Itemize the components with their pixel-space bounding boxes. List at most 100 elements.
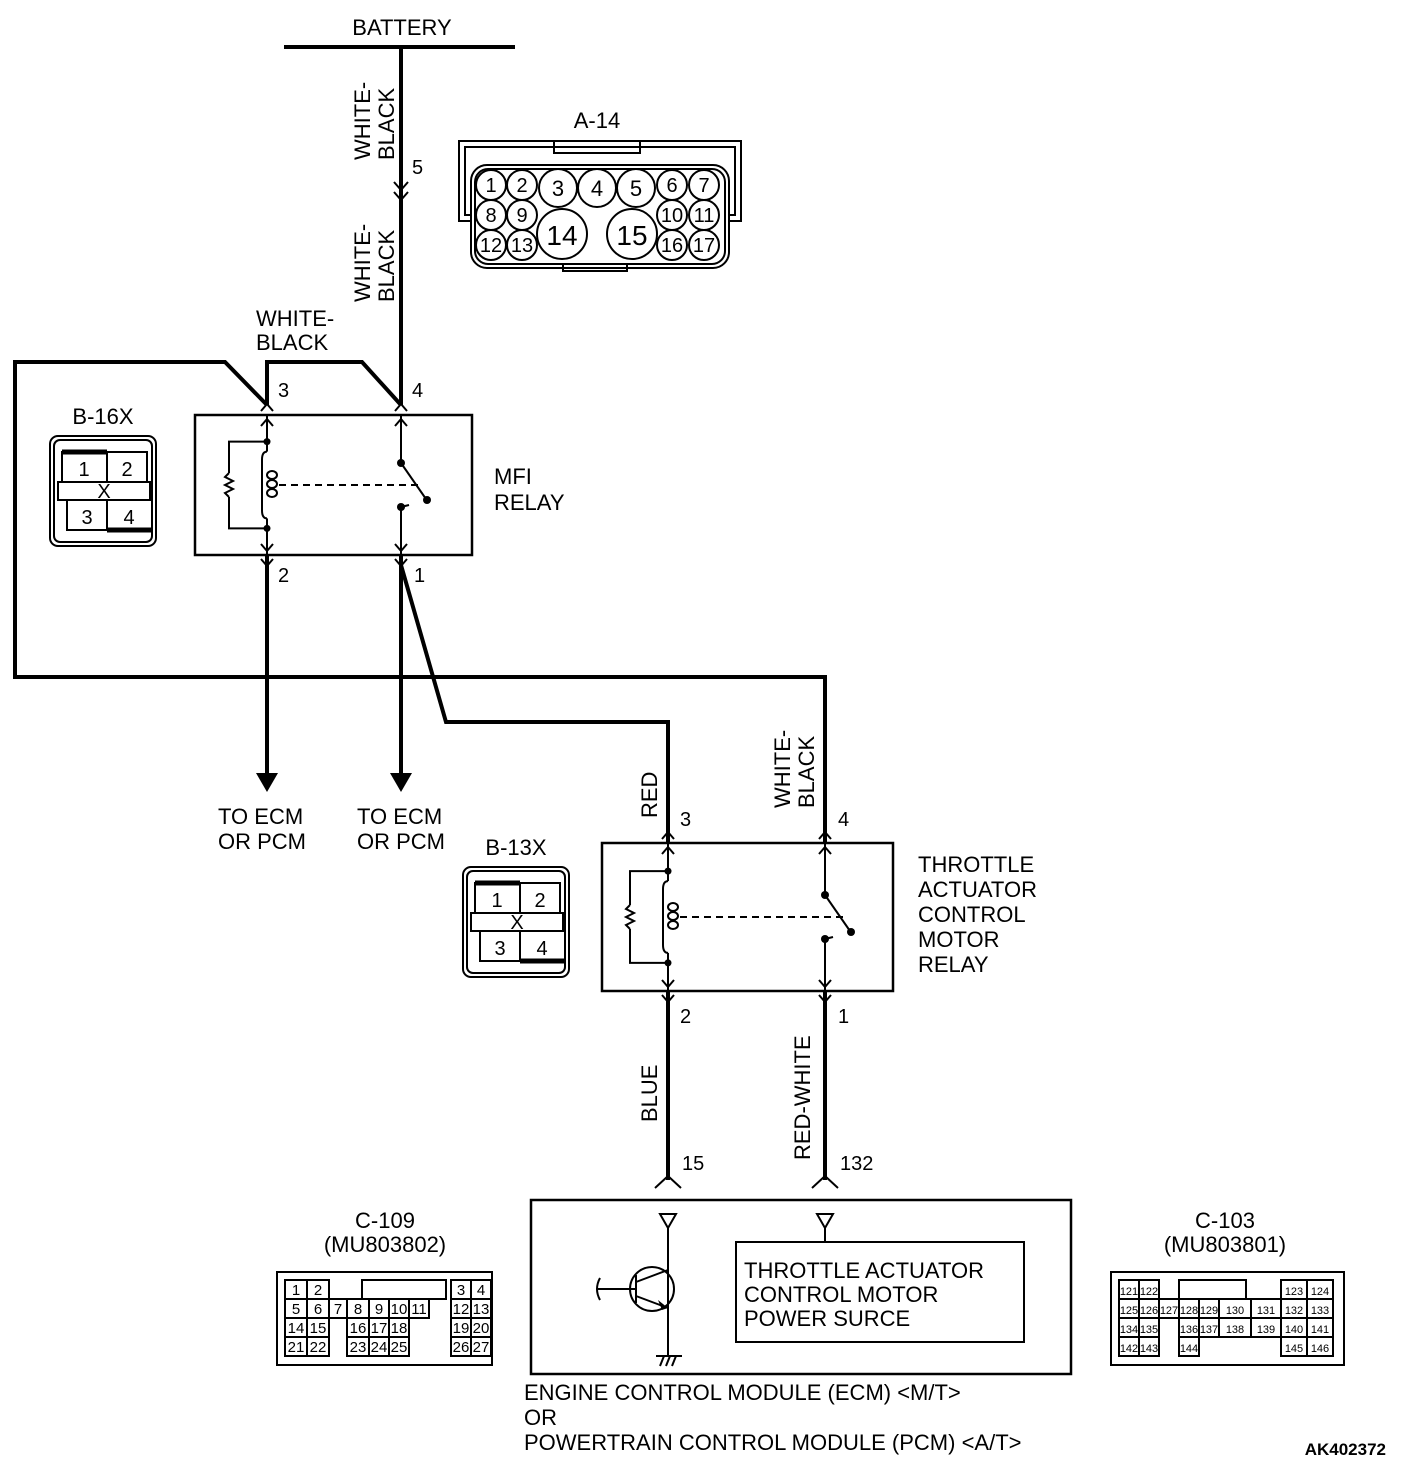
ecm-pin15-connector <box>654 1174 682 1189</box>
connector-pin: 126 <box>1140 1305 1158 1317</box>
tacm-pin2: 2 <box>680 1006 691 1028</box>
connector-pin: 1 <box>78 459 89 481</box>
svg-text:8: 8 <box>485 205 496 227</box>
connector-pin: 7 <box>334 1301 342 1318</box>
connector-pin: 3 <box>494 938 505 960</box>
connector-pin: 2 <box>314 1282 322 1299</box>
a14-pin: 16 <box>656 229 688 261</box>
wire-color-tacm-pin4: WHITE- BLACK <box>770 730 819 808</box>
a14-pin: 17 <box>688 229 720 261</box>
connector-pin: 3 <box>81 507 92 529</box>
connector-pin: 6 <box>314 1301 322 1318</box>
svg-text:17: 17 <box>693 235 715 257</box>
wire-color-red: RED <box>637 772 662 818</box>
connector-pin: 27 <box>473 1339 490 1356</box>
svg-text:15: 15 <box>616 220 647 251</box>
wire-color-relay-pin3-a: WHITE- <box>256 306 334 331</box>
wire-pin3-jumper <box>265 360 403 407</box>
svg-text:POWERTRAIN CONTROL MODULE (PCM: POWERTRAIN CONTROL MODULE (PCM) <A/T> <box>524 1430 1022 1455</box>
a14-pin: 14 <box>536 208 588 260</box>
to-ecm-1-line1: TO ECM <box>218 804 303 829</box>
tacm-pin1: 1 <box>838 1006 849 1028</box>
connector-pin: 127 <box>1160 1305 1178 1317</box>
svg-text:ENGINE CONTROL MODULE (ECM) <M: ENGINE CONTROL MODULE (ECM) <M/T> <box>524 1380 961 1405</box>
svg-text:THROTTLE: THROTTLE <box>918 852 1034 877</box>
ecm-pin15: 15 <box>682 1153 704 1175</box>
svg-text:RELAY: RELAY <box>918 952 989 977</box>
tacm-relay-internals <box>623 830 855 1004</box>
tacm-pin3: 3 <box>680 809 691 831</box>
battery-label: BATTERY <box>352 15 452 40</box>
connector-pin: 128 <box>1180 1305 1198 1317</box>
svg-text:CONTROL MOTOR: CONTROL MOTOR <box>744 1282 938 1307</box>
a14-pin: 15 <box>606 208 658 260</box>
connector-pin: 20 <box>473 1320 490 1337</box>
arrow-to-ecm-1 <box>256 773 278 792</box>
connector-pin: 124 <box>1311 1286 1329 1298</box>
connector-pin: 21 <box>288 1339 305 1356</box>
a14-pin: 10 <box>656 199 688 231</box>
wire-color-battery: WHITE- BLACK <box>350 82 399 160</box>
c103-label: C-103 <box>1195 1208 1255 1233</box>
svg-text:X: X <box>97 481 110 503</box>
ecm-pin132-connector <box>811 1174 839 1189</box>
svg-text:BLUE: BLUE <box>637 1065 662 1122</box>
c109-part: (MU803802) <box>324 1232 446 1257</box>
connector-pin: 23 <box>350 1339 367 1356</box>
connector-cell <box>1306 1336 1334 1357</box>
svg-text:POWER SURCE: POWER SURCE <box>744 1306 910 1331</box>
tacm-pin4: 4 <box>838 809 849 831</box>
connector-pin: 138 <box>1226 1324 1244 1336</box>
connector-pin: 8 <box>354 1301 362 1318</box>
figure-id: AK402372 <box>1305 1440 1386 1459</box>
svg-text:RED: RED <box>637 772 662 818</box>
connector-cell <box>306 1336 330 1357</box>
connector-pin: 17 <box>371 1320 388 1337</box>
connector-pin: 133 <box>1311 1305 1329 1317</box>
inline-connector-arrow <box>393 181 409 192</box>
connector-pin: 146 <box>1311 1343 1329 1355</box>
ground-icon <box>656 1355 682 1367</box>
wire-color-a14-relay: WHITE- BLACK <box>350 224 399 302</box>
connector-cell <box>470 1336 492 1357</box>
to-ecm-1-line2: OR PCM <box>218 829 306 854</box>
connector-cell <box>388 1336 410 1357</box>
to-ecm-2-line1: TO ECM <box>357 804 442 829</box>
connector-cell <box>1138 1336 1160 1357</box>
connector-pin: 14 <box>288 1320 305 1337</box>
to-ecm-2-line2: OR PCM <box>357 829 445 854</box>
connector-pin: 11 <box>411 1301 427 1318</box>
svg-text:BLACK: BLACK <box>794 736 819 808</box>
svg-text:7: 7 <box>698 175 709 197</box>
connector-pin: 139 <box>1257 1324 1275 1336</box>
connector-pin: 141 <box>1311 1324 1329 1336</box>
mfi-relay-label-1: MFI <box>494 464 532 489</box>
connector-pin: 143 <box>1140 1343 1158 1355</box>
connector-pin: 134 <box>1120 1324 1138 1336</box>
connector-pin: 1 <box>491 890 502 912</box>
tacm-relay-label: THROTTLE ACTUATOR CONTROL MOTOR RELAY <box>918 852 1037 977</box>
a14-pin: 12 <box>475 229 507 261</box>
svg-text:ACTUATOR: ACTUATOR <box>918 877 1037 902</box>
connector-pin: 136 <box>1180 1324 1198 1336</box>
connector-label: B-13X <box>485 835 546 860</box>
a14-pin: 5 <box>616 168 656 208</box>
svg-text:14: 14 <box>546 220 577 251</box>
mfi-relay-label-2: RELAY <box>494 490 565 515</box>
transistor-icon <box>596 1266 675 1312</box>
connector-pin: 2 <box>534 890 545 912</box>
connector-pin: 137 <box>1200 1324 1218 1336</box>
connector-pin: 13 <box>473 1301 490 1318</box>
svg-text:9: 9 <box>516 205 527 227</box>
mfi-relay-internals <box>222 402 431 568</box>
connector-pin: 131 <box>1257 1305 1275 1317</box>
svg-text:2: 2 <box>516 175 527 197</box>
mfi-pin1: 1 <box>414 565 425 587</box>
svg-text:WHITE-: WHITE- <box>770 730 795 808</box>
connector-pin: 125 <box>1120 1305 1138 1317</box>
c109-label: C-109 <box>355 1208 415 1233</box>
svg-text:THROTTLE ACTUATOR: THROTTLE ACTUATOR <box>744 1258 984 1283</box>
